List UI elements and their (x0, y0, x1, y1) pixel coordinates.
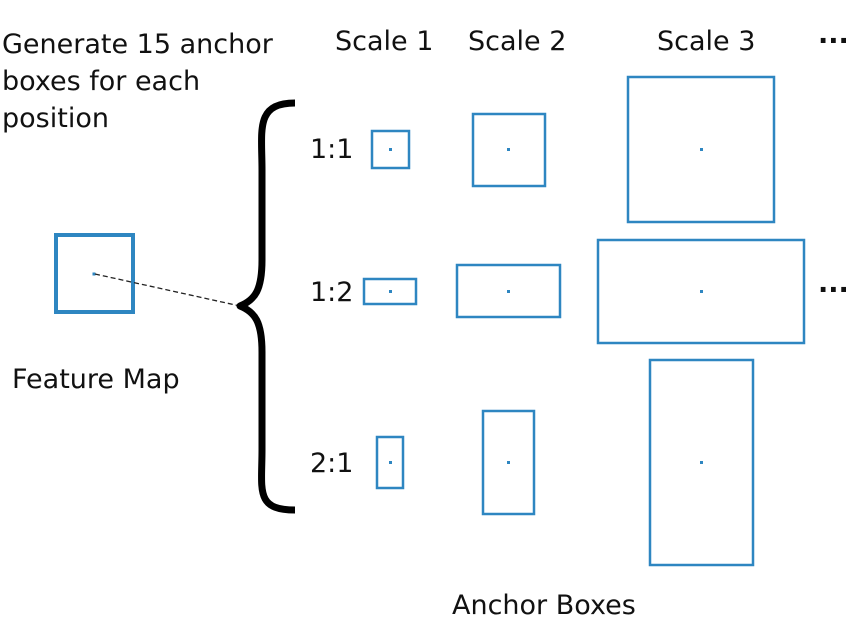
anchor-box-s2-1-1 (471, 112, 547, 188)
curly-brace (236, 99, 296, 514)
description-line-1: Generate 15 anchor (2, 29, 273, 60)
anchor-center-s3-1-1 (700, 148, 703, 151)
anchor-box-s2-2-1 (481, 409, 536, 516)
ratio-ellipsis: ··· (818, 275, 849, 306)
anchor-center-s2-1-2 (507, 290, 510, 293)
anchor-center-s3-1-2 (700, 290, 703, 293)
feature-map-label: Feature Map (12, 364, 180, 395)
anchor-center-s1-2-1 (389, 461, 392, 464)
anchor-box-s1-2-1 (375, 435, 405, 490)
scale-1-header: Scale 1 (335, 26, 434, 57)
anchor-box-s2-1-2 (455, 263, 562, 319)
description-line-3: position (2, 103, 109, 134)
feature-map-center (92, 272, 96, 276)
connector-line (94, 273, 241, 307)
anchor-box-s3-1-1 (626, 75, 776, 224)
scale-ellipsis: ··· (818, 26, 849, 57)
anchor-box-s1-1-1 (370, 129, 411, 170)
feature-map-cell (54, 233, 135, 314)
anchor-box-s1-1-2 (362, 277, 418, 306)
scale-3-header: Scale 3 (657, 26, 756, 57)
anchor-center-s3-2-1 (700, 461, 703, 464)
anchor-boxes-label: Anchor Boxes (452, 590, 636, 621)
description-line-2: boxes for each (2, 66, 201, 97)
anchor-center-s1-1-2 (389, 290, 392, 293)
ratio-label-1-1: 1:1 (310, 134, 354, 165)
description-text: Generate 15 anchor boxes for each positi… (2, 26, 273, 137)
anchor-center-s2-2-1 (507, 461, 510, 464)
anchor-center-s1-1-1 (389, 148, 392, 151)
anchor-box-s3-2-1 (648, 358, 755, 567)
ratio-label-2-1: 2:1 (310, 448, 354, 479)
scale-2-header: Scale 2 (468, 26, 567, 57)
anchor-center-s2-1-1 (507, 148, 510, 151)
ratio-label-1-2: 1:2 (310, 277, 354, 308)
anchor-box-s3-1-2 (596, 238, 806, 345)
